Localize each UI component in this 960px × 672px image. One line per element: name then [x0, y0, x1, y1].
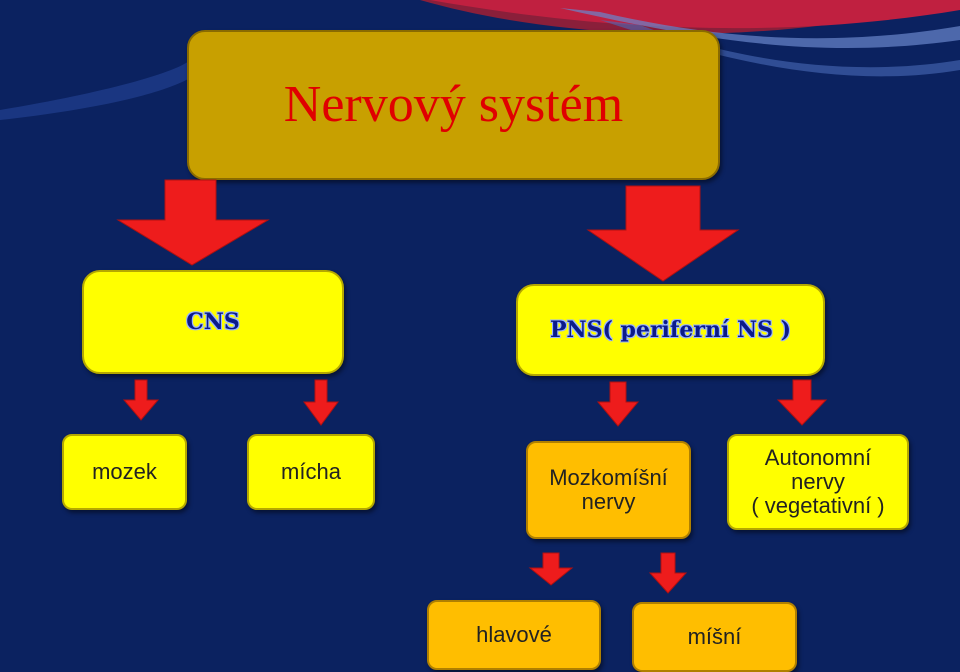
cns-box: CNS — [82, 270, 344, 374]
autonomni-label-line1: Autonomní — [764, 444, 872, 470]
hlavove-label: hlavové — [476, 621, 552, 647]
misni-box: míšní — [632, 602, 797, 672]
mozek-box: mozek — [62, 434, 187, 510]
arrow-mozkomisni-to-hlavove — [528, 552, 574, 586]
hlavove-box: hlavové — [427, 600, 601, 670]
arrow-cns-to-mozek — [122, 379, 160, 421]
micha-label: mícha — [281, 458, 341, 484]
arrow-pns-to-autonomni — [776, 379, 828, 426]
arrow-title-to-cns — [116, 179, 270, 266]
misni-label: míšní — [687, 623, 742, 649]
autonomni-box: Autonomní nervy ( vegetativní ) — [727, 434, 909, 530]
arrow-title-to-pns — [586, 185, 740, 282]
arrow-pns-to-mozkomisni — [596, 381, 640, 427]
arrow-cns-to-micha — [303, 379, 339, 426]
mozkomisni-label-line2: nervy — [581, 489, 636, 514]
title-box: Nervový systém — [187, 30, 720, 180]
autonomni-label-line3: ( vegetativní ) — [751, 493, 885, 519]
arrow-mozkomisni-to-misni — [648, 552, 688, 594]
diagram-title: Nervový systém — [283, 76, 624, 133]
micha-box: mícha — [247, 434, 375, 510]
mozek-label: mozek — [92, 458, 157, 484]
mozkomisni-label-line1: Mozkomíšní — [549, 464, 668, 490]
pns-box: PNS( periferní NS ) — [516, 284, 825, 376]
mozkomisni-box: Mozkomíšní nervy — [526, 441, 691, 539]
cns-label: CNS — [186, 309, 240, 335]
pns-label: PNS( periferní NS ) — [549, 317, 792, 343]
autonomni-label-line2: nervy — [791, 468, 845, 494]
